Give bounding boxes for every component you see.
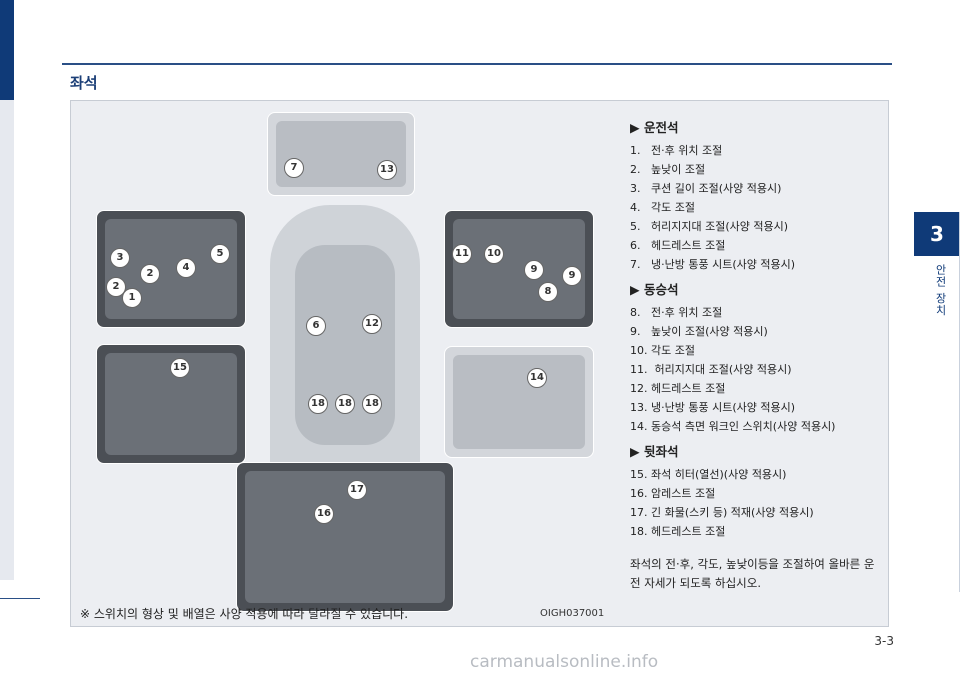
callout-9b: 9: [562, 266, 582, 286]
watermark: carmanualsonline.info: [470, 652, 659, 672]
walk-in-switch-panel: [444, 346, 594, 458]
driver-seat-switch-panel: [96, 210, 246, 328]
left-margin-rule: [0, 100, 14, 580]
callout-9: 9: [524, 260, 544, 280]
left-accent-bar: [0, 0, 14, 100]
figure-note: ※ 스위치의 형상 및 배열은 사양 적용에 따라 달라질 수 있습니다.: [80, 607, 409, 621]
rear-item: 17. 긴 화물(스키 등) 적재(사양 적용시): [630, 506, 814, 519]
passenger-item: 9. 높낮이 조절(사양 적용시): [630, 325, 768, 338]
section-title: 좌석: [70, 74, 98, 92]
callout-13: 13: [377, 160, 397, 180]
driver-item: 6. 헤드레스트 조절: [630, 239, 726, 252]
passenger-item: 10. 각도 조절: [630, 344, 695, 357]
passenger-item: 13. 냉·난방 통풍 시트(사양 적용시): [630, 401, 795, 414]
chapter-tab-number[interactable]: 3: [914, 212, 960, 256]
callout-2: 2: [106, 277, 126, 297]
callout-2b: 2: [140, 264, 160, 284]
passenger-item: 12. 헤드레스트 조절: [630, 382, 726, 395]
callout-18b: 18: [335, 394, 355, 414]
seat-illustration: 1 2 2 3 4 5 6 7 8 9 9 10 11 12 13 14 15 …: [72, 102, 618, 624]
passenger-heading: ▶ 동승석: [630, 282, 679, 297]
callout-18: 18: [308, 394, 328, 414]
figure-code: OIGH037001: [540, 608, 605, 619]
instruction-paragraph: 좌석의 전·후, 각도, 높낮이등을 조절하여 올바른 운전 자세가 되도록 하…: [630, 557, 875, 590]
rear-item: 16. 암레스트 조절: [630, 487, 716, 500]
rear-item: 15. 좌석 히터(열선)(사양 적용시): [630, 468, 787, 481]
callout-17: 17: [347, 480, 367, 500]
rear-heading: ▶ 뒷좌석: [630, 444, 679, 459]
callout-8: 8: [538, 282, 558, 302]
callout-3: 3: [110, 248, 130, 268]
passenger-item: 14. 동승석 측면 워크인 스위치(사양 적용시): [630, 420, 836, 433]
driver-item: 2. 높낮이 조절: [630, 163, 706, 176]
rear-seat-panel: [236, 462, 454, 612]
callout-16: 16: [314, 504, 334, 524]
header-rule: [62, 63, 892, 65]
callout-6: 6: [306, 316, 326, 336]
callout-11: 11: [452, 244, 472, 264]
page-number: 3-3: [874, 634, 894, 648]
headrest-detail-panel: [267, 112, 415, 196]
driver-item: 3. 쿠션 길이 조절(사양 적용시): [630, 182, 782, 195]
footer-rule: [0, 598, 40, 599]
callout-4: 4: [176, 258, 196, 278]
seat-legend: ▶ 운전석 1. 전·후 위치 조절 2. 높낮이 조절 3. 쿠션 길이 조절…: [630, 118, 880, 593]
callout-15: 15: [170, 358, 190, 378]
passenger-item: 11. 허리지지대 조절(사양 적용시): [630, 363, 792, 376]
callout-1: 1: [122, 288, 142, 308]
driver-heading: ▶ 운전석: [630, 120, 679, 135]
seat-row-image: [295, 245, 395, 445]
callout-12: 12: [362, 314, 382, 334]
driver-item: 4. 각도 조절: [630, 201, 695, 214]
callout-14: 14: [527, 368, 547, 388]
rear-item: 18. 헤드레스트 조절: [630, 525, 726, 538]
chapter-tab-label: 안전 장치: [934, 264, 947, 317]
driver-item: 5. 허리지지대 조절(사양 적용시): [630, 220, 789, 233]
passenger-item: 8. 전·후 위치 조절: [630, 306, 723, 319]
driver-item: 1. 전·후 위치 조절: [630, 144, 723, 157]
callout-5: 5: [210, 244, 230, 264]
callout-18c: 18: [362, 394, 382, 414]
callout-7: 7: [284, 158, 304, 178]
driver-item: 7. 냉·난방 통풍 시트(사양 적용시): [630, 258, 795, 271]
callout-10: 10: [484, 244, 504, 264]
